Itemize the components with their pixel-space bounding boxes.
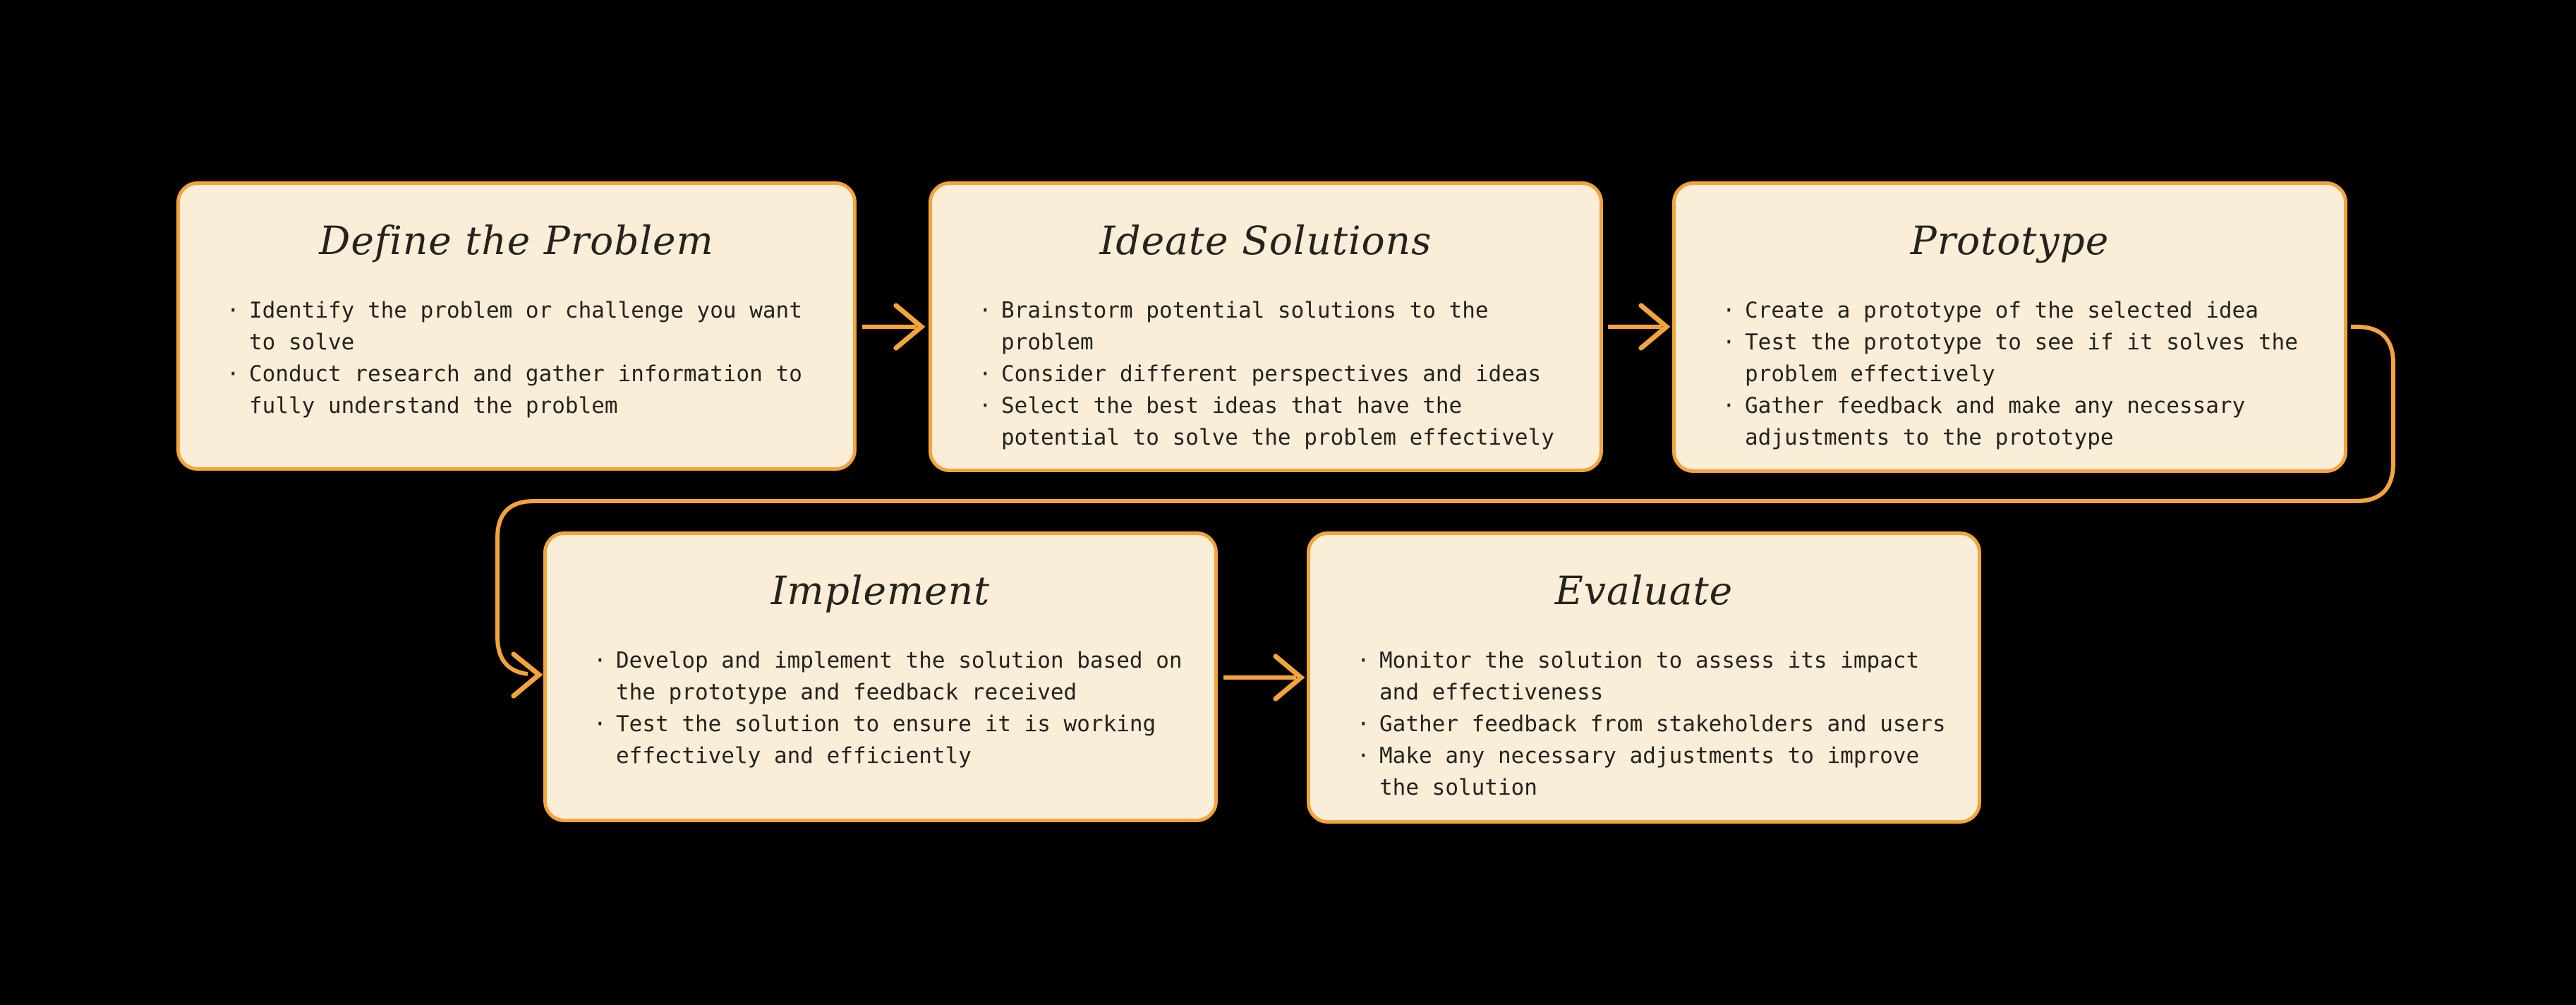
- bullet-item: Conduct research and gather information …: [225, 359, 825, 422]
- node-title: Prototype: [1910, 218, 2110, 263]
- node-bullet-list: Brainstorm potential solutions to the pr…: [932, 295, 1600, 454]
- bullet-item: Select the best ideas that have the pote…: [977, 390, 1571, 454]
- node-title: Implement: [770, 568, 991, 613]
- node-define-the-problem: Define the Problem Identify the problem …: [176, 181, 857, 471]
- bullet-item: Identify the problem or challenge you wa…: [225, 295, 825, 359]
- arrow-head-icon: [893, 303, 926, 351]
- node-title: Ideate Solutions: [1099, 218, 1432, 263]
- arrow-head-icon: [1273, 654, 1305, 702]
- node-evaluate: Evaluate Monitor the solution to assess …: [1307, 531, 1981, 824]
- arrow-head-icon: [511, 651, 543, 699]
- node-bullet-list: Monitor the solution to assess its impac…: [1310, 645, 1978, 804]
- bullet-item: Test the prototype to see if it solves t…: [1721, 327, 2316, 390]
- bullet-item: Gather feedback and make any necessary a…: [1721, 390, 2316, 454]
- node-prototype: Prototype Create a prototype of the sele…: [1672, 181, 2347, 473]
- node-implement: Implement Develop and implement the solu…: [543, 531, 1218, 822]
- arrow-implement-to-evaluate: [1223, 654, 1305, 702]
- arrow-ideate-to-prototype: [1608, 303, 1671, 351]
- arrow-head-icon: [1638, 303, 1671, 351]
- node-title: Evaluate: [1554, 568, 1734, 613]
- node-bullet-list: Develop and implement the solution based…: [547, 645, 1214, 772]
- bullet-item: Monitor the solution to assess its impac…: [1355, 645, 1949, 709]
- bullet-item: Brainstorm potential solutions to the pr…: [977, 295, 1571, 359]
- node-bullet-list: Create a prototype of the selected idea …: [1676, 295, 2344, 454]
- bullet-item: Develop and implement the solution based…: [592, 645, 1186, 709]
- bullet-item: Test the solution to ensure it is workin…: [592, 709, 1186, 772]
- arrow-define-to-ideate: [862, 303, 926, 351]
- bullet-item: Make any necessary adjustments to improv…: [1355, 740, 1949, 804]
- bullet-item: Create a prototype of the selected idea: [1721, 295, 2316, 327]
- node-title: Define the Problem: [319, 218, 714, 263]
- bullet-item: Gather feedback from stakeholders and us…: [1355, 709, 1949, 740]
- bullet-item: Consider different perspectives and idea…: [977, 359, 1571, 390]
- node-ideate-solutions: Ideate Solutions Brainstorm potential so…: [929, 181, 1603, 472]
- node-bullet-list: Identify the problem or challenge you wa…: [180, 295, 853, 422]
